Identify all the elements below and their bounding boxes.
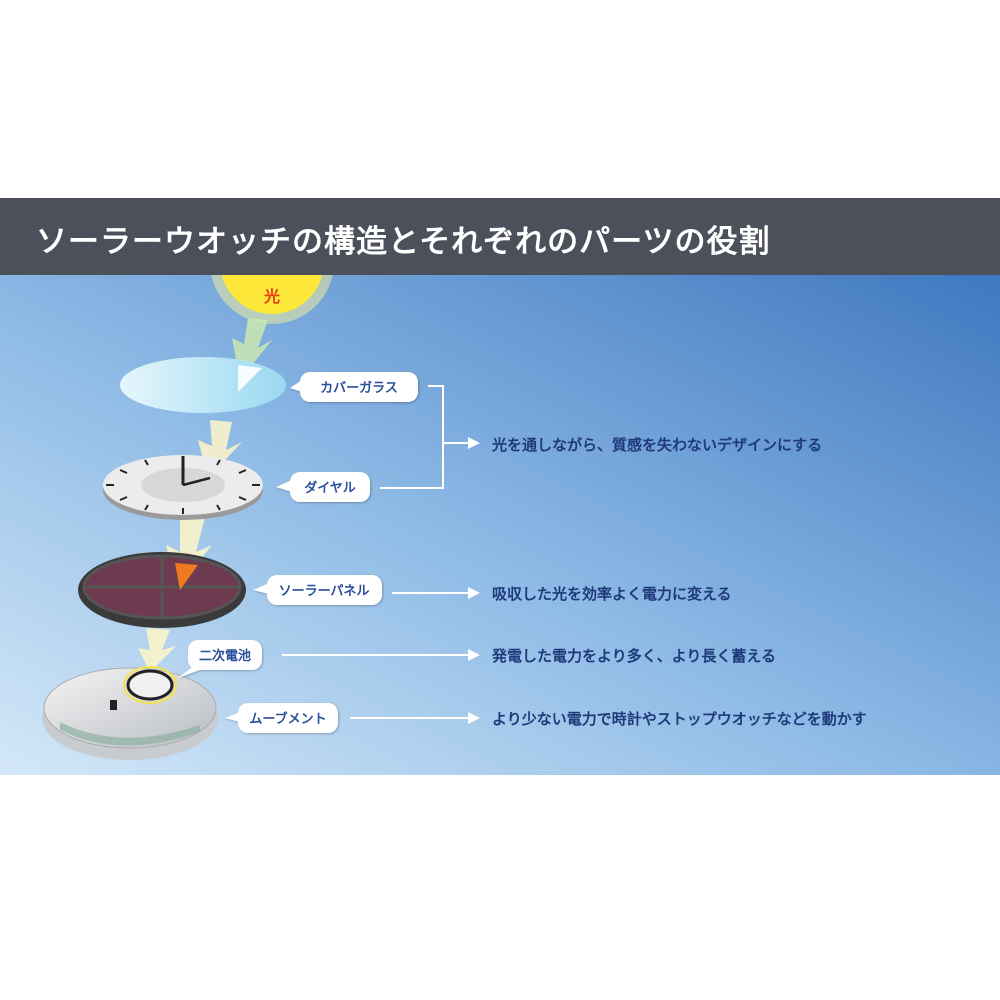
role-text-battery: 発電した電力をより多く、より長く蓄える (491, 647, 776, 665)
solar-panel-part (78, 552, 246, 628)
title-bar: ソーラーウオッチの構造とそれぞれのパーツの役割 (0, 198, 1000, 275)
sun-icon (211, 275, 333, 324)
sun-label: 光 (263, 287, 280, 306)
part-label-solar-panel: ソーラーパネル (279, 584, 370, 599)
secondary-battery-part (126, 669, 174, 701)
role-text-glass-dial: 光を通しながら、質感を失わないデザインにする (491, 436, 822, 454)
cover-glass-part (120, 357, 286, 413)
label-bubble-cover-glass (300, 372, 418, 402)
solar-watch-diagram: 光 (0, 275, 1000, 775)
role-text-solar-panel: 吸収した光を効率よく電力に変える (492, 585, 732, 603)
part-label-movement: ムーブメント (249, 711, 326, 727)
label-bubble-dial (290, 472, 370, 502)
part-label-cover-glass: カバーガラス (320, 381, 398, 396)
label-bubble-battery (188, 640, 262, 670)
part-label-battery: 二次電池 (199, 648, 251, 664)
label-bubble-solar-panel (267, 575, 382, 605)
connector-lines (282, 385, 470, 719)
dial-part (103, 455, 263, 520)
part-label-dial: ダイヤル (304, 480, 356, 496)
role-text-movement: より少ない電力で時計やストップウオッチなどを動かす (492, 710, 867, 728)
arrow-icon (468, 437, 480, 724)
label-bubble-movement (238, 703, 338, 733)
page-title: ソーラーウオッチの構造とそれぞれのパーツの役割 (36, 224, 771, 260)
movement-part (42, 666, 218, 760)
